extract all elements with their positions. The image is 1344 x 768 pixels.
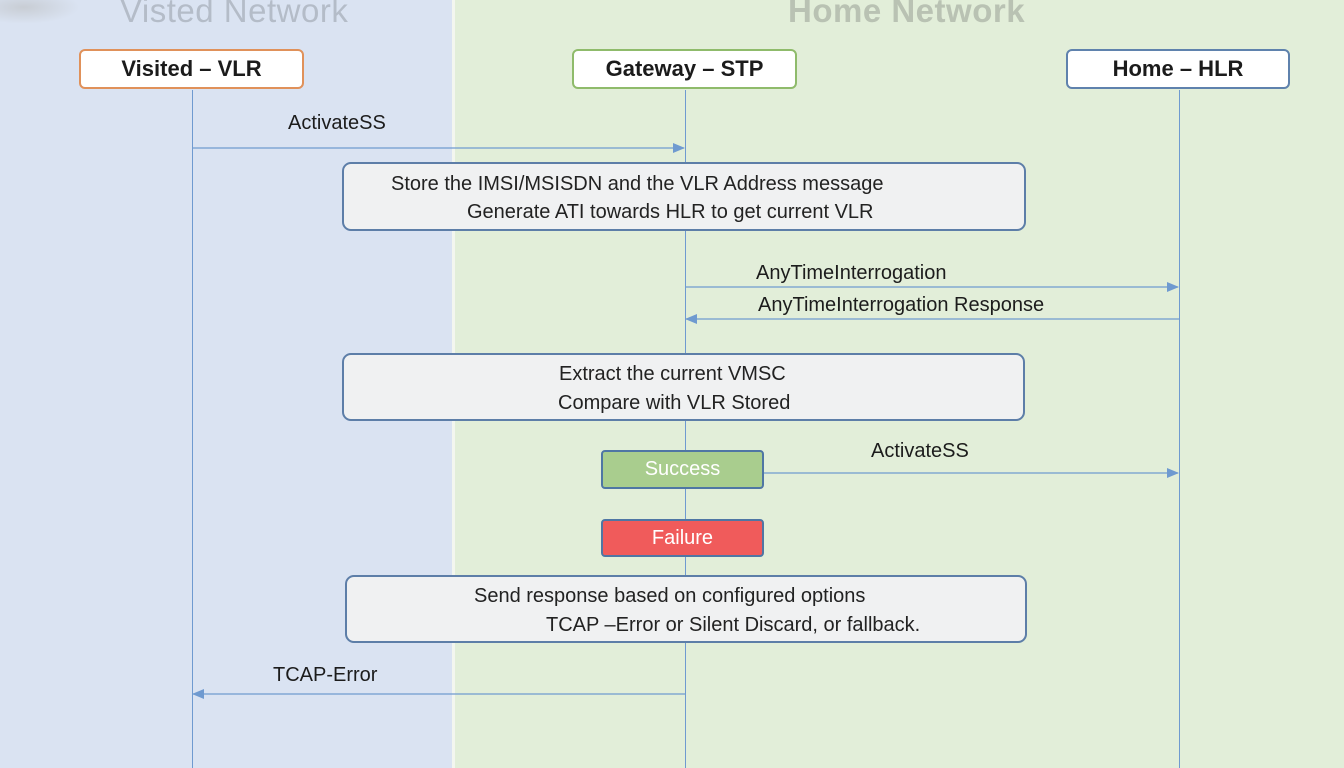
corner-smudge (0, 0, 80, 24)
note-store-and-generate: Store the IMSI/MSISDN and the VLR Addres… (342, 162, 1026, 231)
stp-lifeline (685, 90, 686, 768)
msg-any-time-interrogation: AnyTimeInterrogation (756, 262, 947, 284)
note-store-line-1: Store the IMSI/MSISDN and the VLR Addres… (391, 173, 884, 195)
note-extract-line-2: Compare with VLR Stored (558, 392, 791, 414)
msg-any-time-interrogation-response: AnyTimeInterrogation Response (758, 294, 1045, 316)
state-success: Success (601, 450, 764, 489)
visited-network-title: Visted Network (120, 0, 349, 29)
note-store-line-2: Generate ATI towards HLR to get current … (467, 201, 874, 223)
note-send-response: Send response based on configured option… (345, 575, 1027, 643)
actor-home-hlr: Home – HLR (1066, 49, 1290, 89)
home-network-title: Home Network (788, 0, 1026, 29)
note-respond-line-2: TCAP –Error or Silent Discard, or fallba… (546, 614, 921, 636)
state-failure: Failure (601, 519, 764, 557)
msg-activate-ss-1: ActivateSS (288, 112, 386, 134)
msg-activate-ss-2: ActivateSS (871, 440, 969, 462)
msg-tcap-error: TCAP-Error (273, 664, 378, 686)
note-extract-and-compare: Extract the current VMSC Compare with VL… (342, 353, 1025, 421)
note-respond-line-1: Send response based on configured option… (474, 585, 866, 607)
actor-gateway-stp: Gateway – STP (572, 49, 797, 89)
vlr-lifeline (192, 90, 193, 768)
hlr-lifeline (1179, 90, 1180, 768)
note-extract-line-1: Extract the current VMSC (559, 363, 786, 385)
actor-visited-vlr: Visited – VLR (79, 49, 304, 89)
